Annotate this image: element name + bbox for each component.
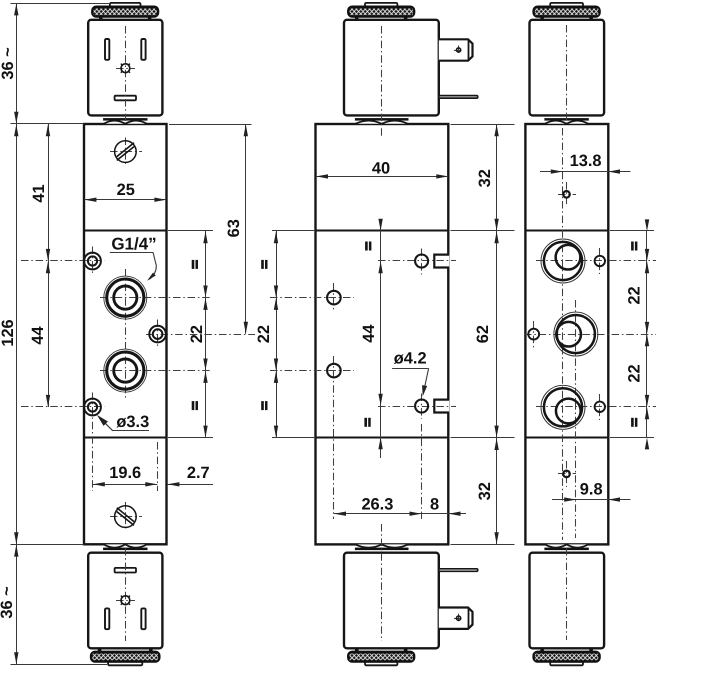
svg-text:2.7: 2.7 (187, 464, 210, 482)
svg-text:22: 22 (625, 364, 643, 382)
svg-text:63: 63 (225, 219, 243, 237)
svg-text:22: 22 (188, 325, 206, 343)
svg-text:126: 126 (0, 319, 17, 346)
svg-text:8: 8 (430, 495, 439, 513)
svg-text:25: 25 (117, 181, 135, 199)
svg-text:44: 44 (360, 324, 378, 343)
svg-text:22: 22 (255, 325, 273, 343)
svg-text:19.6: 19.6 (109, 464, 141, 482)
svg-text:36 ~: 36 ~ (0, 47, 17, 79)
svg-text:ø4.2: ø4.2 (394, 350, 427, 368)
svg-text:G1/4”: G1/4” (111, 234, 156, 253)
svg-text:36 ~: 36 ~ (0, 586, 16, 618)
svg-text:ø3.3: ø3.3 (116, 413, 149, 431)
svg-text:13.8: 13.8 (570, 152, 602, 170)
svg-text:32: 32 (476, 482, 494, 500)
svg-text:62: 62 (474, 325, 492, 343)
svg-text:32: 32 (476, 169, 494, 187)
svg-text:40: 40 (372, 159, 390, 177)
svg-text:26.3: 26.3 (361, 495, 393, 513)
svg-text:22: 22 (625, 286, 643, 304)
svg-text:44: 44 (29, 326, 47, 345)
svg-text:41: 41 (30, 184, 48, 202)
svg-text:9.8: 9.8 (580, 481, 603, 499)
